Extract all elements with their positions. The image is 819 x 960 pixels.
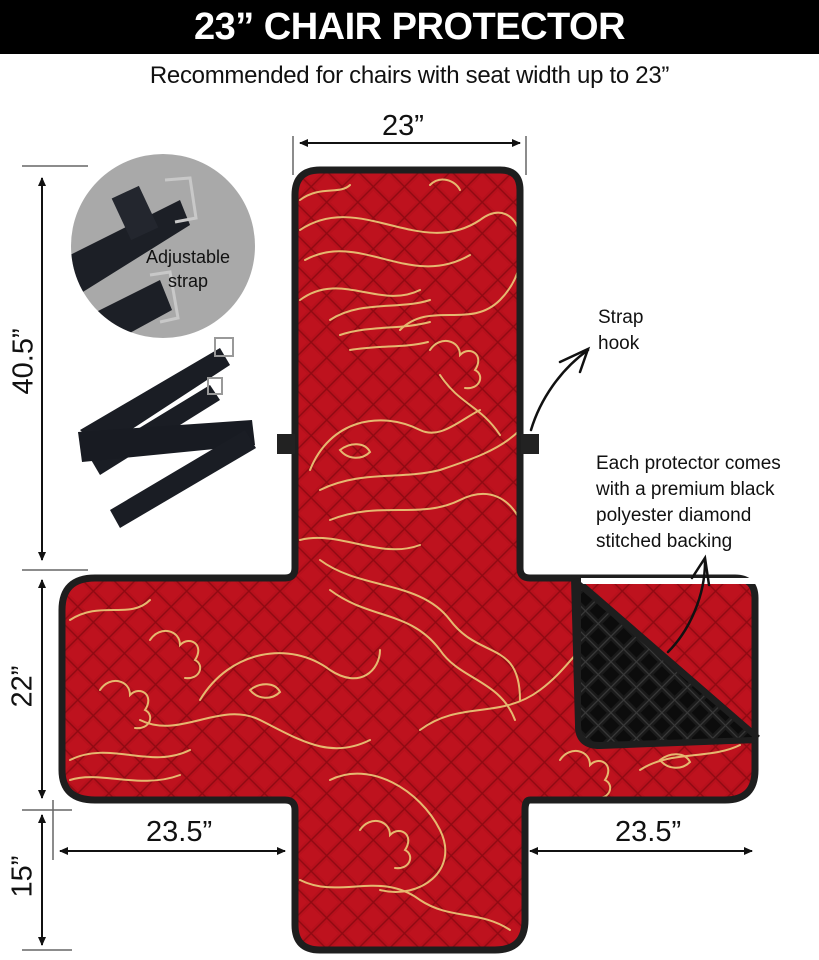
dimension-right-arm: 23.5” [615,816,682,848]
adjustable-strap-photo [71,154,255,338]
black-backing-fold [571,575,760,750]
dimension-backrest-height: 40.5” [7,328,40,395]
page-title: 23” CHAIR PROTECTOR [193,5,626,48]
dimension-top-width: 23” [382,110,424,142]
dimension-lines [22,136,753,951]
protector-fabric [58,166,759,954]
dimension-seat-depth: 22” [6,665,39,708]
backing-description: Each protector comes with a premium blac… [596,453,781,552]
dimension-left-arm: 23.5” [146,816,213,848]
curved-arrow-icon [529,346,711,654]
dimension-front-flap: 15” [6,855,39,898]
strap-hook-left [277,434,295,454]
strap-hook-label: Strap hook [598,307,644,354]
dragon-pattern [69,178,741,931]
coiled-straps-photo [78,337,256,528]
subtitle: Recommended for chairs with seat width u… [149,62,670,89]
strap-hook-right [521,434,539,454]
adjustable-strap-label: Adjustable strap [146,247,231,291]
header-bar: 23” CHAIR PROTECTOR [0,0,819,54]
